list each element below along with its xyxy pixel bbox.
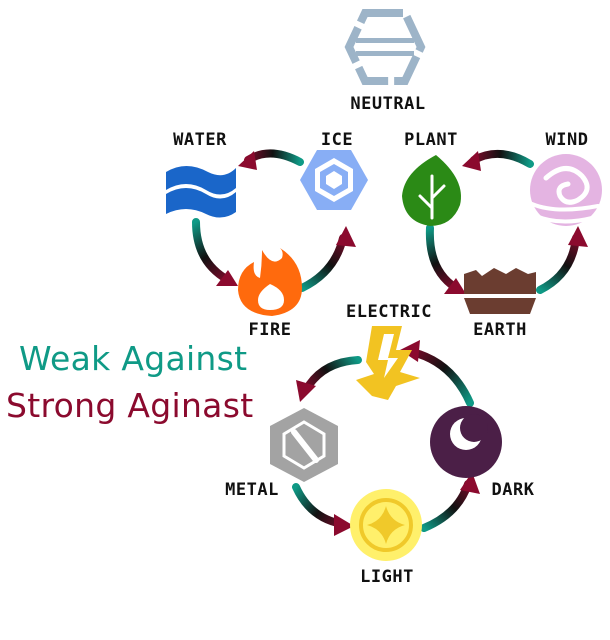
arrow-water-to-fire xyxy=(192,218,238,286)
neutral-icon xyxy=(344,9,426,85)
legend-strong-against: Strong Aginast xyxy=(6,386,254,425)
neutral-label: NEUTRAL xyxy=(350,94,426,114)
dark-icon xyxy=(430,406,502,478)
wind-icon xyxy=(530,154,602,226)
metal-label: METAL xyxy=(225,480,279,500)
fire-icon xyxy=(238,248,302,316)
arrow-metal-to-light xyxy=(292,483,354,536)
plant-label: PLANT xyxy=(404,130,458,150)
earth-icon xyxy=(464,268,536,314)
electric-label: ELECTRIC xyxy=(346,302,432,322)
plant-icon xyxy=(402,155,461,226)
light-icon xyxy=(350,489,422,561)
earth-label: EARTH xyxy=(473,320,527,340)
arrow-fire-to-ice xyxy=(298,226,356,292)
arrow-light-to-dark xyxy=(420,472,480,532)
wind-label: WIND xyxy=(545,130,589,150)
arrow-dark-to-electric xyxy=(400,340,474,407)
ice-icon xyxy=(300,150,368,210)
arrow-wind-to-plant xyxy=(462,150,534,171)
electric-icon xyxy=(356,326,420,400)
water-label: WATER xyxy=(173,130,227,150)
light-label: LIGHT xyxy=(360,567,414,587)
arrow-plant-to-earth xyxy=(425,224,466,294)
arrow-earth-to-wind xyxy=(536,226,588,294)
arrow-electric-to-metal xyxy=(296,356,362,402)
fire-label: FIRE xyxy=(248,320,292,340)
dark-label: DARK xyxy=(491,480,535,500)
arrow-ice-to-water xyxy=(238,149,304,170)
water-icon xyxy=(166,166,236,218)
legend-weak-against: Weak Against xyxy=(19,339,248,378)
ice-label: ICE xyxy=(320,130,354,150)
metal-icon xyxy=(270,408,338,482)
